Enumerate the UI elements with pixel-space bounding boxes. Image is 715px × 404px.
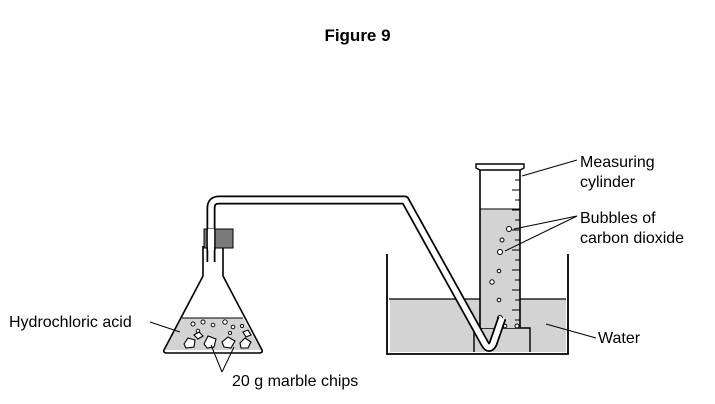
bubble	[497, 249, 503, 255]
leader-bubbles-2	[504, 215, 578, 252]
marble-chip	[239, 337, 252, 349]
flask-outline	[163, 246, 263, 354]
marble-chip	[221, 336, 236, 349]
bubble	[499, 237, 505, 243]
label-measuring-cylinder: Measuring cylinder	[580, 154, 655, 191]
label-leaders	[149, 159, 597, 373]
measuring-cylinder	[475, 163, 525, 328]
leader-bubbles-1	[513, 215, 578, 230]
label-water: Water	[598, 330, 641, 347]
bubble	[506, 226, 512, 232]
marble-chip	[203, 335, 217, 349]
label-marble-chips: 20 g marble chips	[232, 373, 359, 390]
cylinder-scale	[512, 179, 520, 321]
leader-marble-2	[221, 346, 235, 373]
marble-chips	[183, 329, 252, 349]
cylinder-water	[480, 209, 520, 328]
marble-chip	[183, 337, 196, 349]
bubble	[496, 297, 502, 303]
conical-flask	[163, 228, 263, 354]
cylinder-lip	[475, 163, 525, 171]
leader-marble-1	[210, 344, 223, 373]
label-hydrochloric-acid: Hydrochloric acid	[9, 314, 132, 331]
flask-stopper-tube	[206, 229, 216, 250]
figure-title: Figure 9	[324, 26, 391, 45]
gas-bubbles	[489, 226, 520, 329]
label-bubbles-of-carbon-dioxide: Bubbles of carbon dioxide	[580, 210, 685, 247]
bubble	[514, 323, 520, 329]
bubble	[496, 268, 502, 274]
bubble	[489, 279, 495, 285]
leader-water	[545, 323, 597, 339]
marble-chip	[193, 331, 204, 340]
trough-outline	[386, 254, 569, 355]
leader-acid	[149, 321, 181, 333]
marble-chip	[242, 329, 252, 338]
delivery-tube	[206, 195, 507, 352]
leader-measuring-cylinder	[521, 159, 578, 177]
cylinder-walls	[479, 170, 521, 328]
delivery-tube-bore	[208, 197, 505, 351]
